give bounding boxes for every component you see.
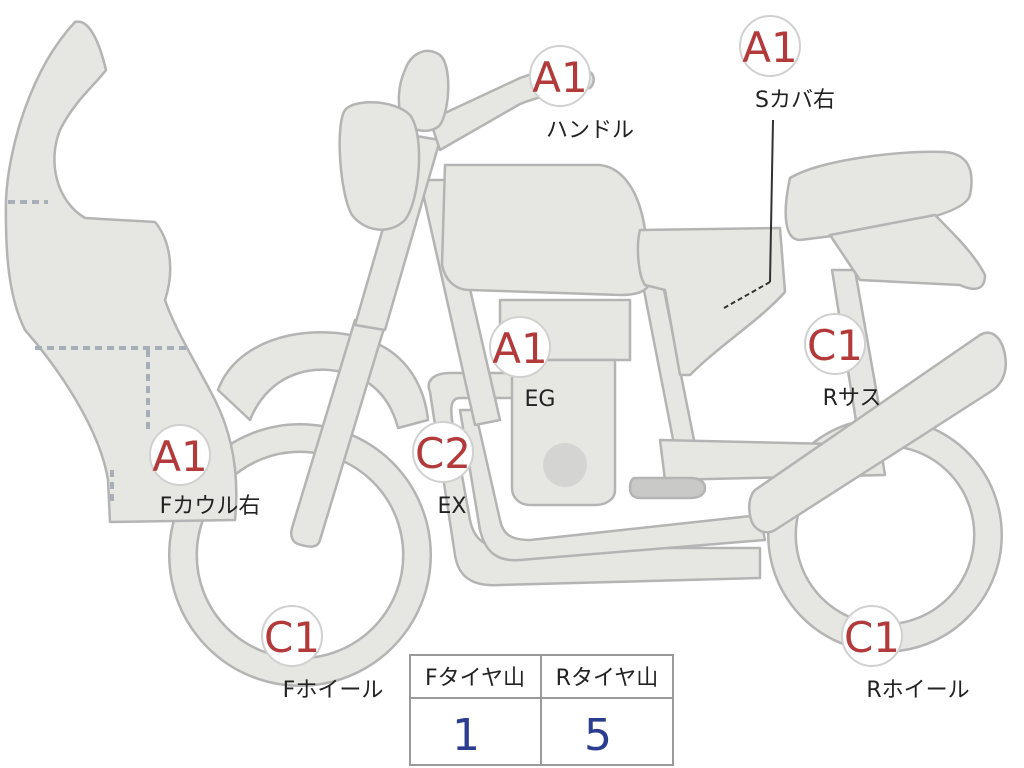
frame	[418, 178, 502, 427]
grade-text: C1	[844, 613, 900, 662]
side-cover-leader	[769, 119, 774, 283]
grade-badge	[149, 424, 211, 486]
part-label: Rホイール	[866, 678, 969, 703]
muffler	[747, 331, 1007, 534]
part-label: EG	[525, 387, 556, 412]
callout-cowl: A1 Fカウル右	[149, 424, 261, 519]
grade-text: A1	[742, 23, 797, 72]
grade-text: A1	[152, 432, 207, 481]
grade-text: C1	[807, 321, 863, 370]
part-label: EX	[438, 494, 467, 519]
front-tire-header: Fタイヤ山	[425, 666, 525, 691]
callout-exhaust: C2 EX	[412, 421, 474, 519]
grade-badge	[412, 421, 474, 483]
exhaust-pipe	[427, 371, 762, 587]
fuel-tank	[440, 163, 652, 297]
grade-badge	[529, 45, 591, 107]
callout-engine: A1 EG	[489, 316, 556, 412]
grade-text: A1	[492, 324, 547, 373]
engine-cover	[543, 443, 587, 487]
callout-rear-wheel: C1 Rホイール	[841, 605, 970, 703]
grade-badge	[804, 313, 866, 375]
callout-rear-suspension: C1 Rサス	[804, 313, 882, 411]
headlight	[338, 100, 421, 231]
part-label: ハンドル	[546, 118, 634, 143]
part-label: Rサス	[823, 386, 882, 411]
callout-front-wheel: C1 Fホイール	[261, 605, 384, 703]
mirror	[397, 49, 450, 133]
grade-text: C1	[264, 613, 320, 662]
callout-handle: A1 ハンドル	[529, 45, 634, 143]
tail	[828, 213, 987, 291]
front-tire-value: 1	[452, 710, 480, 761]
grade-badge	[261, 605, 323, 667]
rear-tire-value: 5	[584, 710, 612, 761]
engine-case	[510, 358, 617, 507]
grade-text: C2	[415, 429, 471, 478]
side-cover	[636, 226, 787, 377]
part-label: Sカバ右	[755, 88, 835, 113]
footpeg	[628, 476, 707, 500]
grade-badge	[739, 15, 801, 77]
grade-badge	[489, 316, 551, 378]
front-cowl	[4, 20, 238, 524]
grade-text: A1	[532, 53, 587, 102]
front-fork	[290, 318, 387, 548]
part-label: Fホイール	[283, 678, 384, 703]
tire-tread-table: Fタイヤ山 Rタイヤ山 1 5	[409, 654, 674, 766]
grade-badge	[841, 605, 903, 667]
front-fender	[216, 330, 430, 430]
part-label: Fカウル右	[160, 494, 261, 519]
callout-side-cover: A1 Sカバ右	[739, 15, 835, 113]
rear-tire-header: Rタイヤ山	[556, 666, 659, 691]
